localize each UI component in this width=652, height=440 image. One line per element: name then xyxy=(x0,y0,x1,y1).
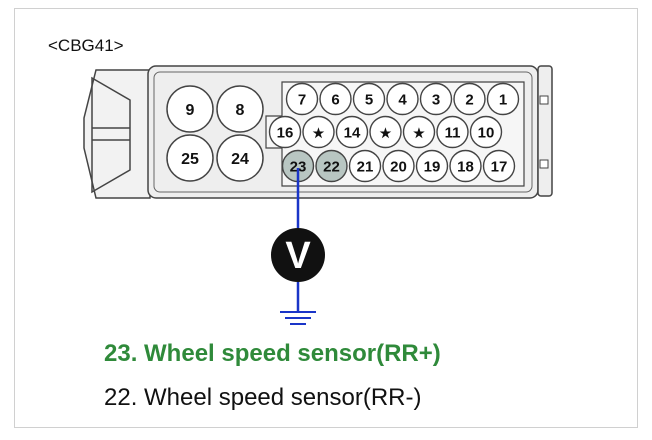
svg-text:10: 10 xyxy=(478,125,495,142)
svg-text:8: 8 xyxy=(236,102,245,119)
caption-pin-23: 23. Wheel speed sensor(RR+) xyxy=(104,340,441,367)
pin-23: 23 xyxy=(281,149,315,183)
svg-text:20: 20 xyxy=(390,159,407,176)
svg-text:V: V xyxy=(285,235,311,277)
pin-unused: ★ xyxy=(402,115,436,149)
svg-text:11: 11 xyxy=(445,125,461,142)
svg-text:7: 7 xyxy=(298,92,306,109)
svg-text:4: 4 xyxy=(398,92,407,109)
svg-text:6: 6 xyxy=(331,92,339,109)
caption-pin-22: 22. Wheel speed sensor(RR-) xyxy=(104,384,422,411)
large-pin: 9 xyxy=(166,85,214,133)
pin-6: 6 xyxy=(319,82,352,116)
pin-7: 7 xyxy=(285,82,319,116)
svg-text:5: 5 xyxy=(365,92,373,109)
svg-text:9: 9 xyxy=(186,102,195,119)
large-pin: 25 xyxy=(166,134,214,182)
pin-3: 3 xyxy=(419,82,453,116)
pin-22: 22 xyxy=(315,149,348,183)
pin-1: 1 xyxy=(486,82,520,116)
pin-11: 11 xyxy=(436,115,469,149)
svg-text:17: 17 xyxy=(491,159,508,176)
svg-text:19: 19 xyxy=(424,159,441,176)
pin-19: 19 xyxy=(415,149,449,183)
pin-21: 21 xyxy=(348,149,382,183)
pin-20: 20 xyxy=(382,149,415,183)
svg-text:16: 16 xyxy=(277,125,294,142)
connector-tabs xyxy=(537,65,553,197)
svg-text:21: 21 xyxy=(357,159,374,176)
pin-unused: ★ xyxy=(369,115,402,149)
large-pin: 8 xyxy=(216,85,264,133)
pin-18: 18 xyxy=(449,149,482,183)
svg-text:★: ★ xyxy=(380,126,392,141)
connector-label: <CBG41> xyxy=(48,36,124,55)
pin-14: 14 xyxy=(335,115,369,149)
pin-4: 4 xyxy=(386,82,419,116)
voltmeter-icon: V xyxy=(271,228,325,282)
svg-text:★: ★ xyxy=(413,126,425,141)
pin-5: 5 xyxy=(352,82,386,116)
svg-text:★: ★ xyxy=(313,126,325,141)
pin-10: 10 xyxy=(469,115,503,149)
svg-text:1: 1 xyxy=(499,92,507,109)
svg-text:14: 14 xyxy=(344,125,361,142)
ground-icon xyxy=(280,311,316,325)
svg-text:23: 23 xyxy=(290,159,307,176)
pin-unused: ★ xyxy=(302,115,335,149)
pin-16: 16 xyxy=(268,115,302,149)
svg-text:25: 25 xyxy=(181,151,199,168)
svg-text:22: 22 xyxy=(323,159,340,176)
pin-2: 2 xyxy=(453,82,486,116)
svg-text:18: 18 xyxy=(457,159,474,176)
svg-text:24: 24 xyxy=(231,151,249,168)
svg-text:2: 2 xyxy=(465,92,473,109)
large-pin: 24 xyxy=(216,134,264,182)
svg-text:3: 3 xyxy=(432,92,440,109)
connector-latch xyxy=(83,69,151,199)
pin-17: 17 xyxy=(482,149,516,183)
